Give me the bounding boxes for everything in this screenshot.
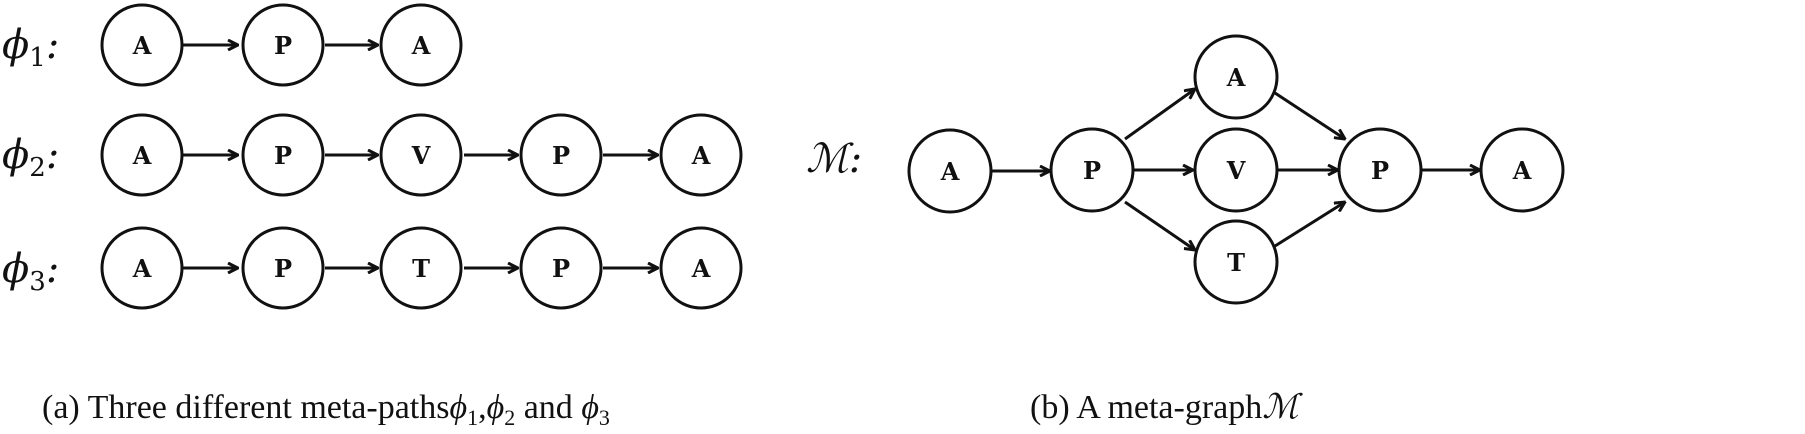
node-r1-2: P bbox=[241, 3, 325, 87]
node-r1-1: A bbox=[100, 3, 184, 87]
caption-a: (a) Three different meta-pathsϕ1,ϕ2 and … bbox=[42, 389, 610, 430]
node-b-a3: A bbox=[1479, 127, 1565, 213]
svg-text:A: A bbox=[1512, 156, 1532, 185]
meta-graph-label: ℳ: bbox=[806, 136, 862, 182]
svg-text:P: P bbox=[1371, 156, 1389, 185]
row-label-phi3: ϕ3: bbox=[2, 246, 59, 297]
svg-text:A: A bbox=[1226, 63, 1246, 92]
edge-b-t-p2 bbox=[1274, 202, 1345, 248]
svg-text:T: T bbox=[412, 254, 430, 283]
node-b-a2: A bbox=[1193, 34, 1279, 120]
node-r3-3: T bbox=[379, 226, 463, 310]
node-b-p1: P bbox=[1049, 127, 1135, 213]
svg-text:A: A bbox=[691, 141, 711, 170]
edge-b-a2-p2 bbox=[1274, 91, 1345, 139]
svg-text:P: P bbox=[552, 141, 570, 170]
node-r3-5: A bbox=[659, 226, 743, 310]
node-b-v: V bbox=[1193, 127, 1279, 213]
svg-text:ϕ2:: ϕ2: bbox=[2, 132, 59, 183]
edge-b-p1-t bbox=[1124, 200, 1195, 250]
node-r3-4: P bbox=[519, 226, 603, 310]
svg-text:P: P bbox=[274, 141, 292, 170]
svg-text:ϕ3:: ϕ3: bbox=[2, 246, 59, 297]
svg-text:A: A bbox=[132, 141, 152, 170]
node-r2-5: A bbox=[659, 113, 743, 197]
svg-text:P: P bbox=[274, 31, 292, 60]
svg-text:A: A bbox=[691, 254, 711, 283]
node-r1-3: A bbox=[379, 3, 463, 87]
node-b-t: T bbox=[1193, 219, 1279, 305]
row-label-phi1: ϕ1: bbox=[2, 22, 59, 73]
svg-text:T: T bbox=[1227, 248, 1245, 277]
node-b-a1: A bbox=[907, 128, 993, 214]
svg-text:P: P bbox=[1083, 156, 1101, 185]
row-label-phi2: ϕ2: bbox=[2, 132, 59, 183]
svg-text:V: V bbox=[1226, 156, 1246, 185]
node-r2-1: A bbox=[100, 113, 184, 197]
svg-text:A: A bbox=[411, 31, 431, 60]
svg-text:A: A bbox=[940, 157, 960, 186]
svg-text:V: V bbox=[411, 141, 431, 170]
node-r3-2: P bbox=[241, 226, 325, 310]
caption-b: (b) A meta-graphℳ bbox=[1030, 389, 1303, 426]
svg-text:P: P bbox=[552, 254, 570, 283]
svg-text:P: P bbox=[274, 254, 292, 283]
node-r2-3: V bbox=[379, 113, 463, 197]
svg-text:A: A bbox=[132, 254, 152, 283]
node-r2-2: P bbox=[241, 113, 325, 197]
svg-text:ϕ1:: ϕ1: bbox=[2, 22, 59, 73]
edge-b-p1-a2 bbox=[1124, 89, 1195, 141]
node-r3-1: A bbox=[100, 226, 184, 310]
node-r2-4: P bbox=[519, 113, 603, 197]
svg-text:A: A bbox=[132, 31, 152, 60]
node-b-p2: P bbox=[1337, 127, 1423, 213]
